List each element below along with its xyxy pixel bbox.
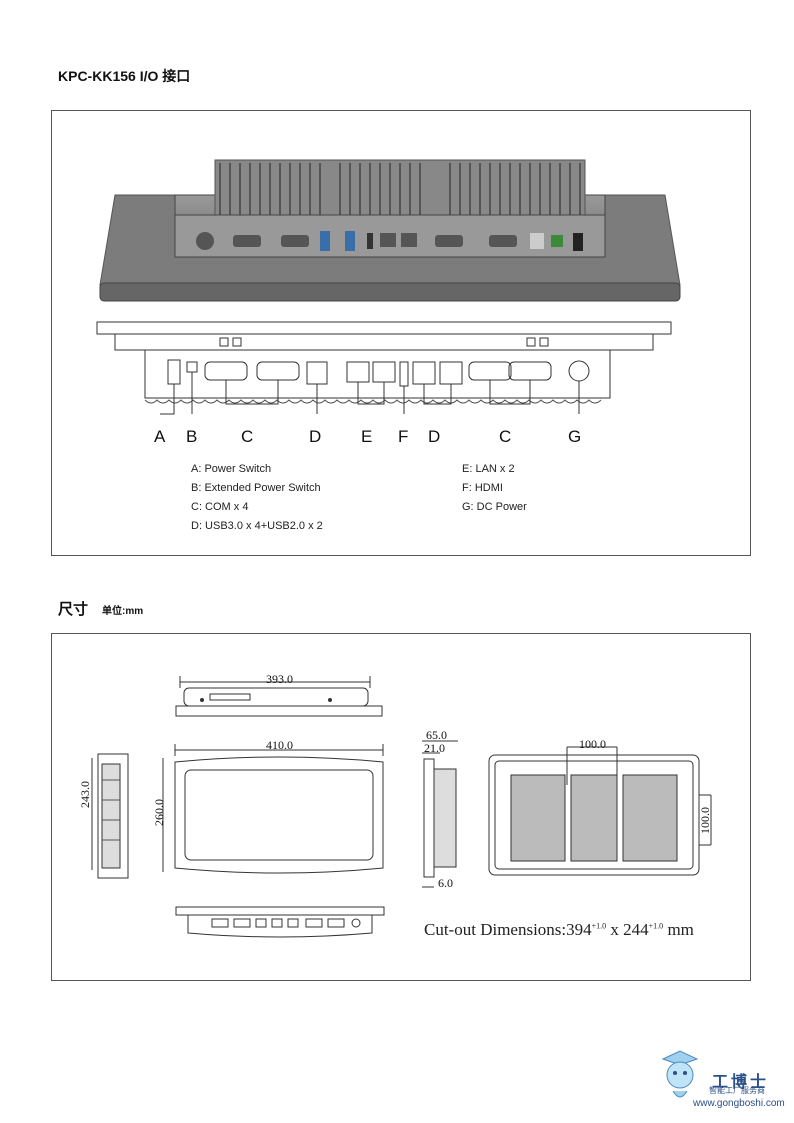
left-side-view-drawing <box>91 753 129 879</box>
port-letter-f: F <box>398 427 409 446</box>
depth-side-view-drawing <box>422 740 458 888</box>
rear-view-drawing <box>488 746 712 876</box>
legend-c: C: COM x 4 <box>191 501 249 513</box>
dimensions-section-title: 尺寸 单位:mm <box>58 598 143 619</box>
cutout-width-tol: +1.0 <box>591 921 607 931</box>
dim-depth: 65.0 <box>426 728 447 742</box>
io-figure-box <box>51 110 751 556</box>
port-letter-c2: C <box>499 427 512 446</box>
io-section-title: KPC-KK156 I/O 接口 <box>58 68 191 84</box>
cutout-dimensions: Cut-out Dimensions:394+1.0 x 244+1.0 mm <box>424 920 694 940</box>
dim-side-height: 243.0 <box>78 781 92 808</box>
legend-e: E: LAN x 2 <box>462 463 515 475</box>
cutout-width: 394 <box>566 920 592 939</box>
bottom-view-drawing <box>175 906 385 938</box>
dimensions-unit: 单位:mm <box>102 606 144 617</box>
dim-top-width: 393.0 <box>266 672 293 686</box>
rear-io-drawing <box>96 321 672 415</box>
watermark-subtitle: 智能工厂服务商 <box>709 1086 765 1095</box>
front-view-drawing <box>162 744 384 874</box>
dim-rear-width: 100.0 <box>579 737 606 751</box>
rear-io-photo <box>99 159 681 302</box>
port-letter-b: B <box>186 427 198 446</box>
port-letter-c: C <box>241 427 254 446</box>
cutout-sep: x <box>606 920 624 939</box>
dim-front-width: 410.0 <box>266 738 293 752</box>
legend-a: A: Power Switch <box>191 463 272 475</box>
dim-front-height: 260.0 <box>152 799 166 826</box>
legend-g: G: DC Power <box>462 501 527 513</box>
dimensions-title-text: 尺寸 <box>58 601 89 618</box>
mascot-logo-icon <box>661 1050 699 1098</box>
port-letter-d: D <box>309 427 322 446</box>
top-view-drawing <box>175 676 383 717</box>
watermark-url: www.gongboshi.com <box>693 1098 785 1109</box>
dim-rear-height: 100.0 <box>698 807 712 834</box>
port-letter-a: A <box>154 427 166 446</box>
legend-b: B: Extended Power Switch <box>191 482 321 494</box>
watermark-name: 工博士 <box>712 1074 770 1091</box>
dimensions-figure-box <box>51 633 751 981</box>
port-letter-g: G <box>568 427 582 446</box>
port-letter-e: E <box>361 427 373 446</box>
cutout-height: 244 <box>623 920 649 939</box>
legend-d: D: USB3.0 x 4+USB2.0 x 2 <box>191 520 323 532</box>
cutout-height-tol: +1.0 <box>648 921 664 931</box>
dim-depth-inner: 21.0 <box>424 741 445 755</box>
cutout-prefix: Cut-out Dimensions: <box>424 920 567 939</box>
port-letter-d2: D <box>428 427 441 446</box>
dim-bezel: 6.0 <box>438 876 453 890</box>
cutout-unit: mm <box>663 920 694 939</box>
legend-f: F: HDMI <box>462 482 503 494</box>
